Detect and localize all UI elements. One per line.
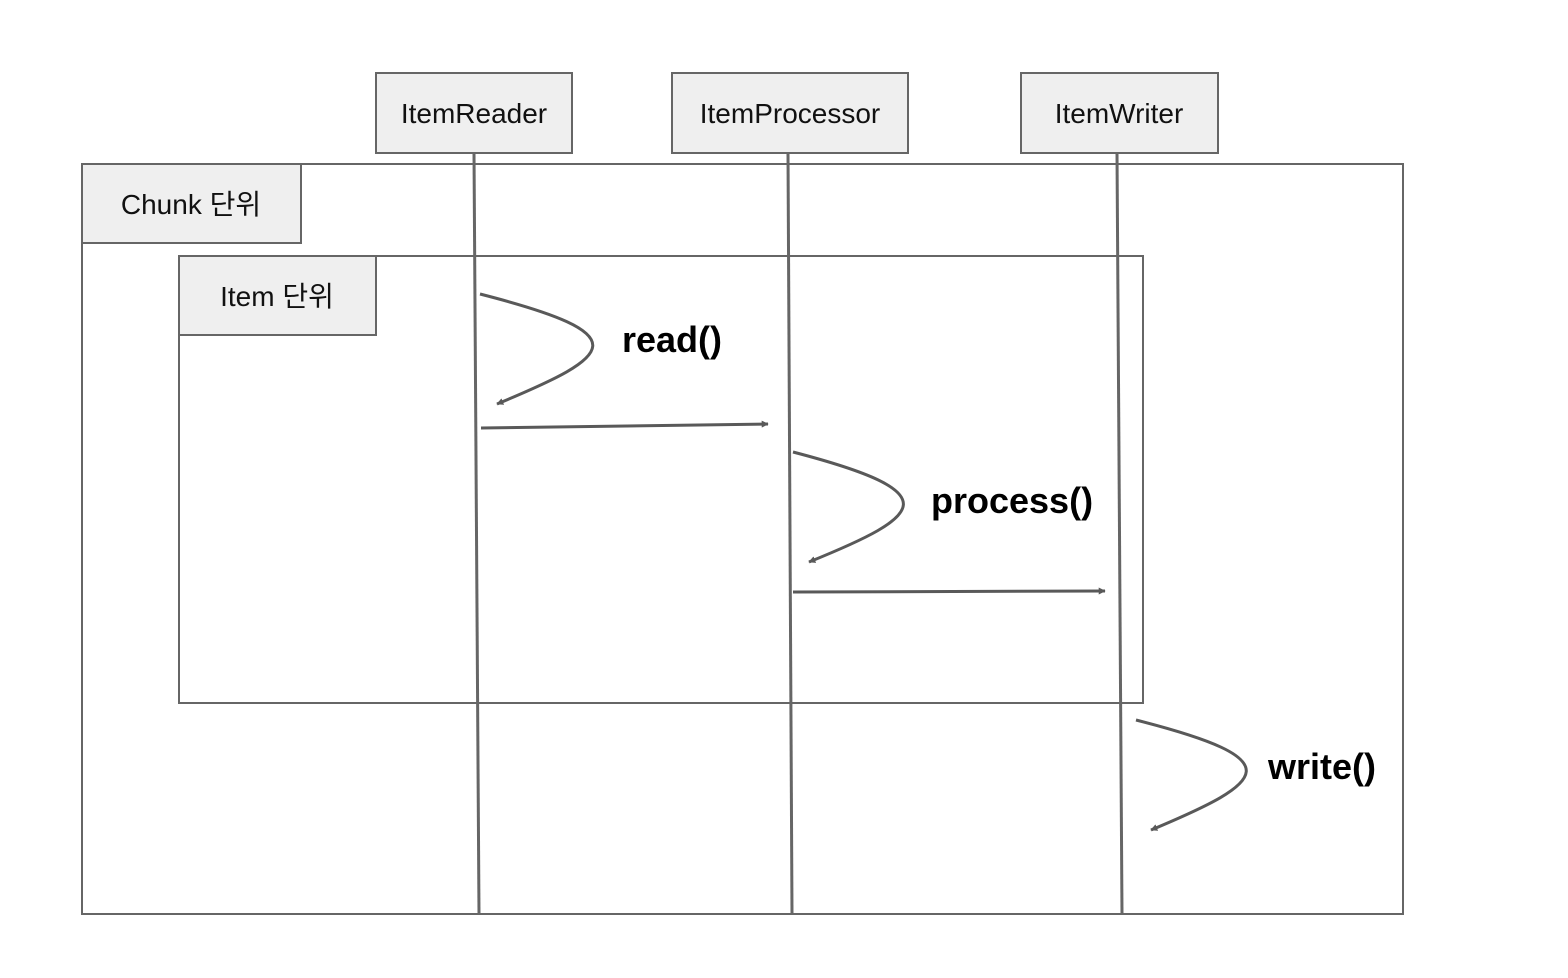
participant-item-writer: ItemWriter <box>1020 72 1219 154</box>
processor-to-writer-arrow <box>792 587 1106 595</box>
read-call-label: read() <box>622 319 722 360</box>
process-self-call-arrow <box>792 450 905 564</box>
processor-lifeline <box>786 152 794 915</box>
item-processor-label: ItemProcessor <box>700 98 881 129</box>
item-frame-tag: Item 단위 <box>178 255 377 336</box>
chunk-frame <box>81 163 1404 915</box>
write-self-call-arrow <box>1135 718 1248 832</box>
writer-lifeline <box>1115 152 1124 915</box>
chunk-frame-label: Chunk 단위 <box>121 189 261 220</box>
item-frame <box>178 255 1144 704</box>
item-frame-label: Item 단위 <box>220 281 334 312</box>
reader-to-processor-arrow <box>480 420 769 430</box>
item-writer-label: ItemWriter <box>1055 98 1184 129</box>
item-reader-label: ItemReader <box>401 98 547 129</box>
write-call-label: write() <box>1267 746 1376 787</box>
chunk-frame-tag: Chunk 단위 <box>81 163 302 244</box>
participant-item-reader: ItemReader <box>375 72 573 154</box>
process-call-label: process() <box>931 480 1093 521</box>
reader-lifeline <box>472 152 481 915</box>
read-self-call-arrow <box>479 292 595 406</box>
participant-item-processor: ItemProcessor <box>671 72 909 154</box>
